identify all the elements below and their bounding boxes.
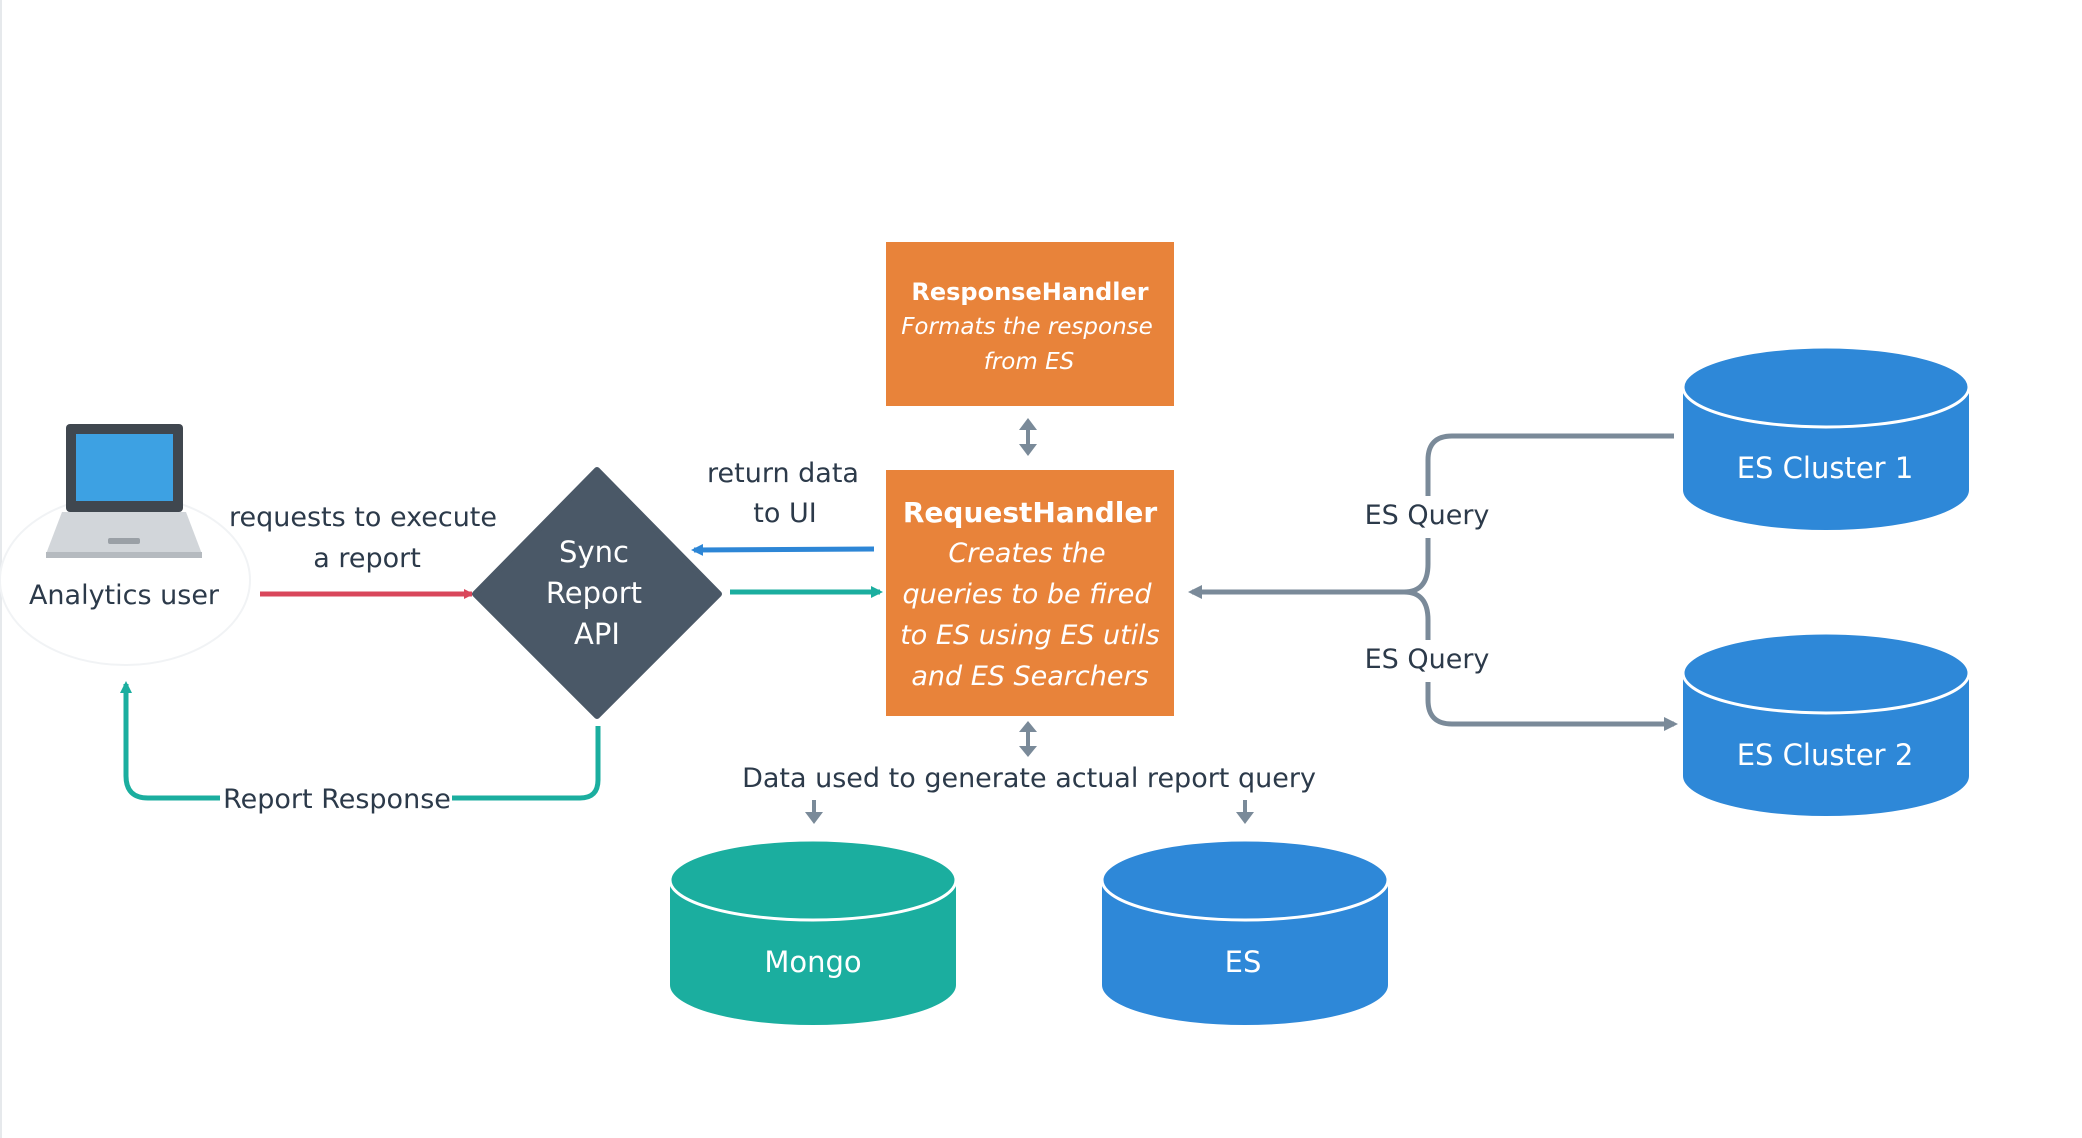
return-data-arrow xyxy=(691,543,875,556)
mongo-down-arrow xyxy=(805,800,823,824)
requests-label-line2: a report xyxy=(313,543,421,574)
response-handler-desc-line1: Formats the response xyxy=(901,314,1153,340)
analytics-user-label: Analytics user xyxy=(29,580,220,611)
data-link-arrow xyxy=(1019,721,1037,757)
es-cluster-1-database: ES Cluster 1 xyxy=(1681,345,1971,530)
request-handler-desc-line2: queries to be fired xyxy=(902,579,1152,610)
es-cluster-1-label: ES Cluster 1 xyxy=(1737,451,1914,485)
return-data-label-line1: return data xyxy=(707,458,859,489)
analytics-user-node: Analytics user xyxy=(0,424,251,666)
es-cluster-2-label: ES Cluster 2 xyxy=(1737,738,1914,772)
requests-label-line1: requests to execute xyxy=(229,502,497,533)
request-handler-desc-line4: and ES Searchers xyxy=(911,661,1148,692)
es-database: ES xyxy=(1100,838,1390,1025)
es-query-label-2: ES Query xyxy=(1365,644,1490,675)
mongo-database: Mongo xyxy=(668,838,958,1025)
handler-link-arrow xyxy=(1019,418,1037,456)
request-handler-desc-line3: to ES using ES utils xyxy=(900,620,1160,651)
sync-api-label-line3: API xyxy=(574,617,620,651)
sync-report-api-node: Sync Report API xyxy=(472,467,722,719)
request-handler-node: RequestHandler Creates the queries to be… xyxy=(886,470,1174,716)
response-handler-node: ResponseHandler Formats the response fro… xyxy=(886,242,1174,406)
laptop-icon xyxy=(46,424,202,558)
data-used-label: Data used to generate actual report quer… xyxy=(742,763,1316,794)
mongo-label: Mongo xyxy=(764,945,861,979)
sync-api-label-line2: Report xyxy=(546,576,642,610)
report-response-label: Report Response xyxy=(223,784,451,815)
request-handler-desc-line1: Creates the xyxy=(948,538,1105,569)
return-data-label-line2: to UI xyxy=(753,498,816,529)
es-down-arrow xyxy=(1236,800,1254,824)
es-label: ES xyxy=(1225,945,1262,979)
request-handler-title: RequestHandler xyxy=(903,496,1157,529)
response-handler-desc-line2: from ES xyxy=(984,349,1074,375)
es-cluster-2-database: ES Cluster 2 xyxy=(1681,631,1971,816)
es-query-label-1: ES Query xyxy=(1365,500,1490,531)
sync-api-label-line1: Sync xyxy=(559,535,629,569)
response-handler-title: ResponseHandler xyxy=(911,278,1148,306)
